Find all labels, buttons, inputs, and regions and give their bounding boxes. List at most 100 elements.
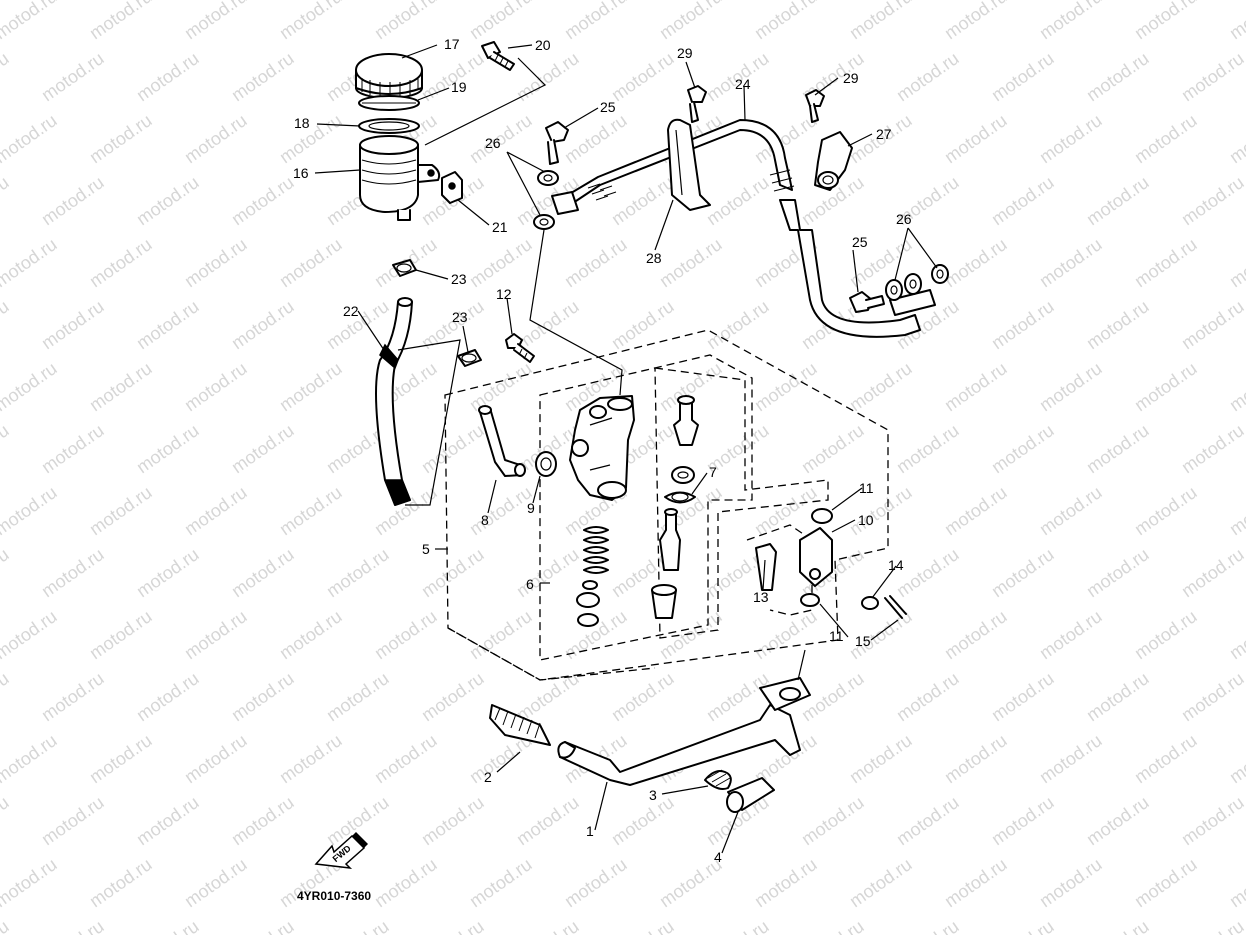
watermark-text: motod.ru [1226, 0, 1246, 43]
watermark-text: motod.ru [133, 172, 203, 229]
watermark-text: motod.ru [1083, 296, 1153, 353]
watermark-text: motod.ru [798, 916, 868, 935]
watermark-text: motod.ru [608, 48, 678, 105]
callout-29-left: 29 [677, 45, 693, 61]
callout-2: 2 [484, 769, 492, 785]
watermark-text: motod.ru [893, 916, 963, 935]
watermark-text: motod.ru [418, 668, 488, 725]
watermark-text: motod.ru [846, 482, 916, 539]
watermark-text: motod.ru [0, 110, 60, 167]
watermark-text: motod.ru [1178, 420, 1246, 477]
callout-8: 8 [481, 512, 489, 528]
watermark-text: motod.ru [1083, 668, 1153, 725]
watermark-text: motod.ru [608, 668, 678, 725]
callout-1: 1 [586, 823, 594, 839]
watermark-text: motod.ru [133, 296, 203, 353]
clevis [755, 508, 907, 619]
watermark-text: motod.ru [561, 234, 631, 291]
watermark-text: motod.ru [656, 234, 726, 291]
callout-19: 19 [451, 79, 467, 95]
watermark-text: motod.ru [988, 172, 1058, 229]
watermark-text: motod.ru [751, 482, 821, 539]
washer-26-upper [533, 170, 559, 230]
watermark-text: motod.ru [228, 916, 298, 935]
watermark-text: motod.ru [133, 668, 203, 725]
watermark-text: motod.ru [0, 234, 60, 291]
circlip-7 [664, 491, 696, 504]
watermark-text: motod.ru [1226, 854, 1246, 911]
callout-22: 22 [343, 303, 359, 319]
watermark-text: motod.ru [0, 792, 12, 849]
watermark-text: motod.ru [228, 48, 298, 105]
watermark-text: motod.ru [1131, 854, 1201, 911]
watermark-text: motod.ru [893, 668, 963, 725]
watermark-text: motod.ru [38, 916, 108, 935]
watermark-text: motod.ru [86, 110, 156, 167]
watermark-text: motod.ru [893, 420, 963, 477]
watermark-text: motod.ru [228, 172, 298, 229]
watermark-text: motod.ru [276, 0, 346, 43]
callout-3: 3 [649, 787, 657, 803]
watermark-text: motod.ru [1083, 172, 1153, 229]
watermark-text: motod.ru [751, 606, 821, 663]
watermark-text: motod.ru [133, 420, 203, 477]
watermark-text: motod.ru [846, 730, 916, 787]
watermark-text: motod.ru [181, 234, 251, 291]
watermark-text: motod.ru [941, 854, 1011, 911]
bolt-25-upper [545, 121, 569, 165]
watermark-text: motod.ru [1131, 234, 1201, 291]
watermark-text: motod.ru [276, 482, 346, 539]
watermark-text: motod.ru [703, 916, 773, 935]
watermark-text: motod.ru [0, 730, 60, 787]
watermark-text: motod.ru [1226, 234, 1246, 291]
callout-17: 17 [444, 36, 460, 52]
watermark-text: motod.ru [941, 606, 1011, 663]
watermark-text: motod.ru [1036, 606, 1106, 663]
watermark-text: motod.ru [323, 668, 393, 725]
watermark-text: motod.ru [1178, 48, 1246, 105]
watermark-text: motod.ru [133, 544, 203, 601]
watermark-text: motod.ru [988, 792, 1058, 849]
watermark-text: motod.ru [608, 792, 678, 849]
watermark-text: motod.ru [1036, 730, 1106, 787]
o-ring-9 [535, 451, 557, 477]
callout-26-lower: 26 [896, 211, 912, 227]
watermark-text: motod.ru [988, 48, 1058, 105]
bolt-29-right [805, 89, 825, 123]
watermark-text: motod.ru [133, 48, 203, 105]
callout-15: 15 [855, 633, 871, 649]
watermark-text: motod.ru [466, 854, 536, 911]
watermark-text: motod.ru [656, 0, 726, 43]
watermark-text: motod.ru [513, 48, 583, 105]
callout-28: 28 [646, 250, 662, 266]
reservoir-tank [359, 135, 441, 221]
watermark-text: motod.ru [181, 0, 251, 43]
watermark-text: motod.ru [1131, 482, 1201, 539]
callout-12: 12 [496, 286, 512, 302]
callout-4: 4 [714, 849, 722, 865]
screw-20 [481, 41, 515, 71]
watermark-text: motod.ru [1131, 110, 1201, 167]
watermark-text: motod.ru [608, 296, 678, 353]
watermark-text: motod.ru [0, 854, 60, 911]
pedal-rubber [489, 704, 551, 746]
watermark-text: motod.ru [0, 296, 12, 353]
watermark-text: motod.ru [86, 234, 156, 291]
watermark-text: motod.ru [1131, 730, 1201, 787]
hose-clip-23-lower [457, 349, 482, 367]
watermark-text: motod.ru [893, 792, 963, 849]
watermark-text: motod.ru [228, 296, 298, 353]
callout-23-lower: 23 [452, 309, 468, 325]
bolt-29-left [687, 85, 707, 123]
watermark-text: motod.ru [513, 916, 583, 935]
diagram-code: 4YR010-7360 [297, 889, 371, 903]
watermark-text: motod.ru [988, 544, 1058, 601]
watermark-text: motod.ru [0, 0, 60, 43]
bolt-25-lower [849, 291, 885, 313]
watermark-text: motod.ru [751, 358, 821, 415]
callout-labels: 1 2 3 4 5 6 7 8 9 10 11 11 12 13 14 15 1… [293, 36, 912, 865]
callout-6: 6 [526, 576, 534, 592]
watermark-text: motod.ru [1131, 0, 1201, 43]
watermark-text: motod.ru [181, 730, 251, 787]
